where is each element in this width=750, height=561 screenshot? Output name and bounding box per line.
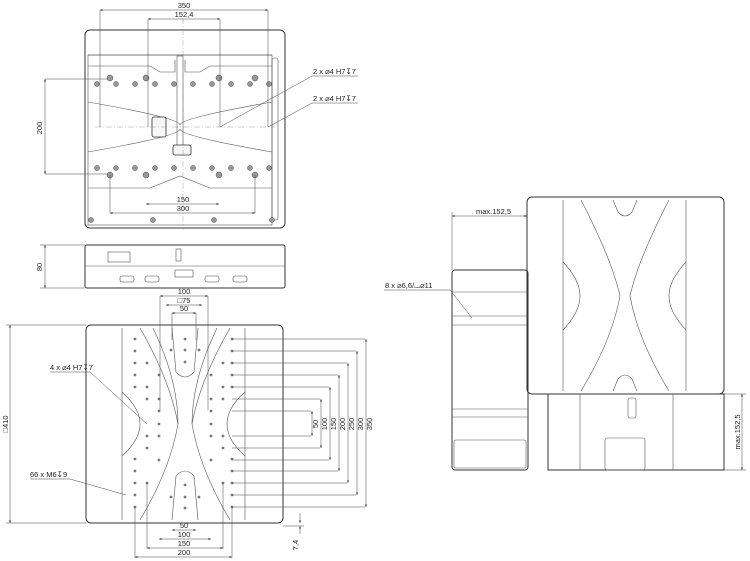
side-view: 80: [35, 244, 286, 289]
plate-view: 50 100 150 200 250 300 350 100 □75: [1, 287, 374, 558]
dim-152-4: 152,4: [175, 10, 194, 19]
dim-top-75: □75: [178, 296, 191, 305]
dim-bottom-150: 150: [178, 539, 191, 548]
dim-right-150: 150: [329, 418, 338, 431]
dim-bottom-200: 200: [178, 548, 191, 557]
dim-top-100: 100: [178, 287, 191, 296]
dim-150: 150: [177, 195, 190, 204]
dim-offset: 7,4: [291, 540, 300, 550]
assembly-view: max.152,5 8 x ⌀6,6/⌴⌀11 max.152,5: [384, 196, 746, 471]
dim-max-left: max.152,5: [476, 207, 511, 216]
dim-350: 350: [178, 1, 191, 10]
dim-bottom-50: 50: [180, 521, 188, 530]
note-pin-2: 2 x ⌀4 H7↧7: [313, 94, 356, 103]
dim-right-50: 50: [311, 420, 320, 428]
dim-top-50: 50: [180, 304, 188, 313]
dim-right-250: 250: [347, 418, 356, 431]
dim-80: 80: [35, 263, 44, 271]
dim-max-right: max.152,5: [733, 414, 742, 449]
note-mount: 8 x ⌀6,6/⌴⌀11: [385, 281, 432, 290]
dim-right-200: 200: [338, 418, 347, 431]
top-view: 350 152,4 200 150 300 2 x ⌀4 H7↧7 2 x ⌀4…: [35, 1, 358, 230]
dim-right-300: 300: [356, 418, 365, 431]
dim-300: 300: [177, 204, 190, 213]
note-threads: 66 x M6↧9: [30, 470, 67, 479]
dim-200: 200: [35, 122, 44, 135]
dim-square-410: □410: [1, 415, 10, 432]
dim-right-350: 350: [365, 418, 374, 431]
dim-right-100: 100: [320, 418, 329, 431]
note-pin-1: 2 x ⌀4 H7↧7: [313, 67, 356, 76]
note-pins: 4 x ⌀4 H7↧7: [50, 363, 93, 372]
dim-bottom-100: 100: [178, 530, 191, 539]
